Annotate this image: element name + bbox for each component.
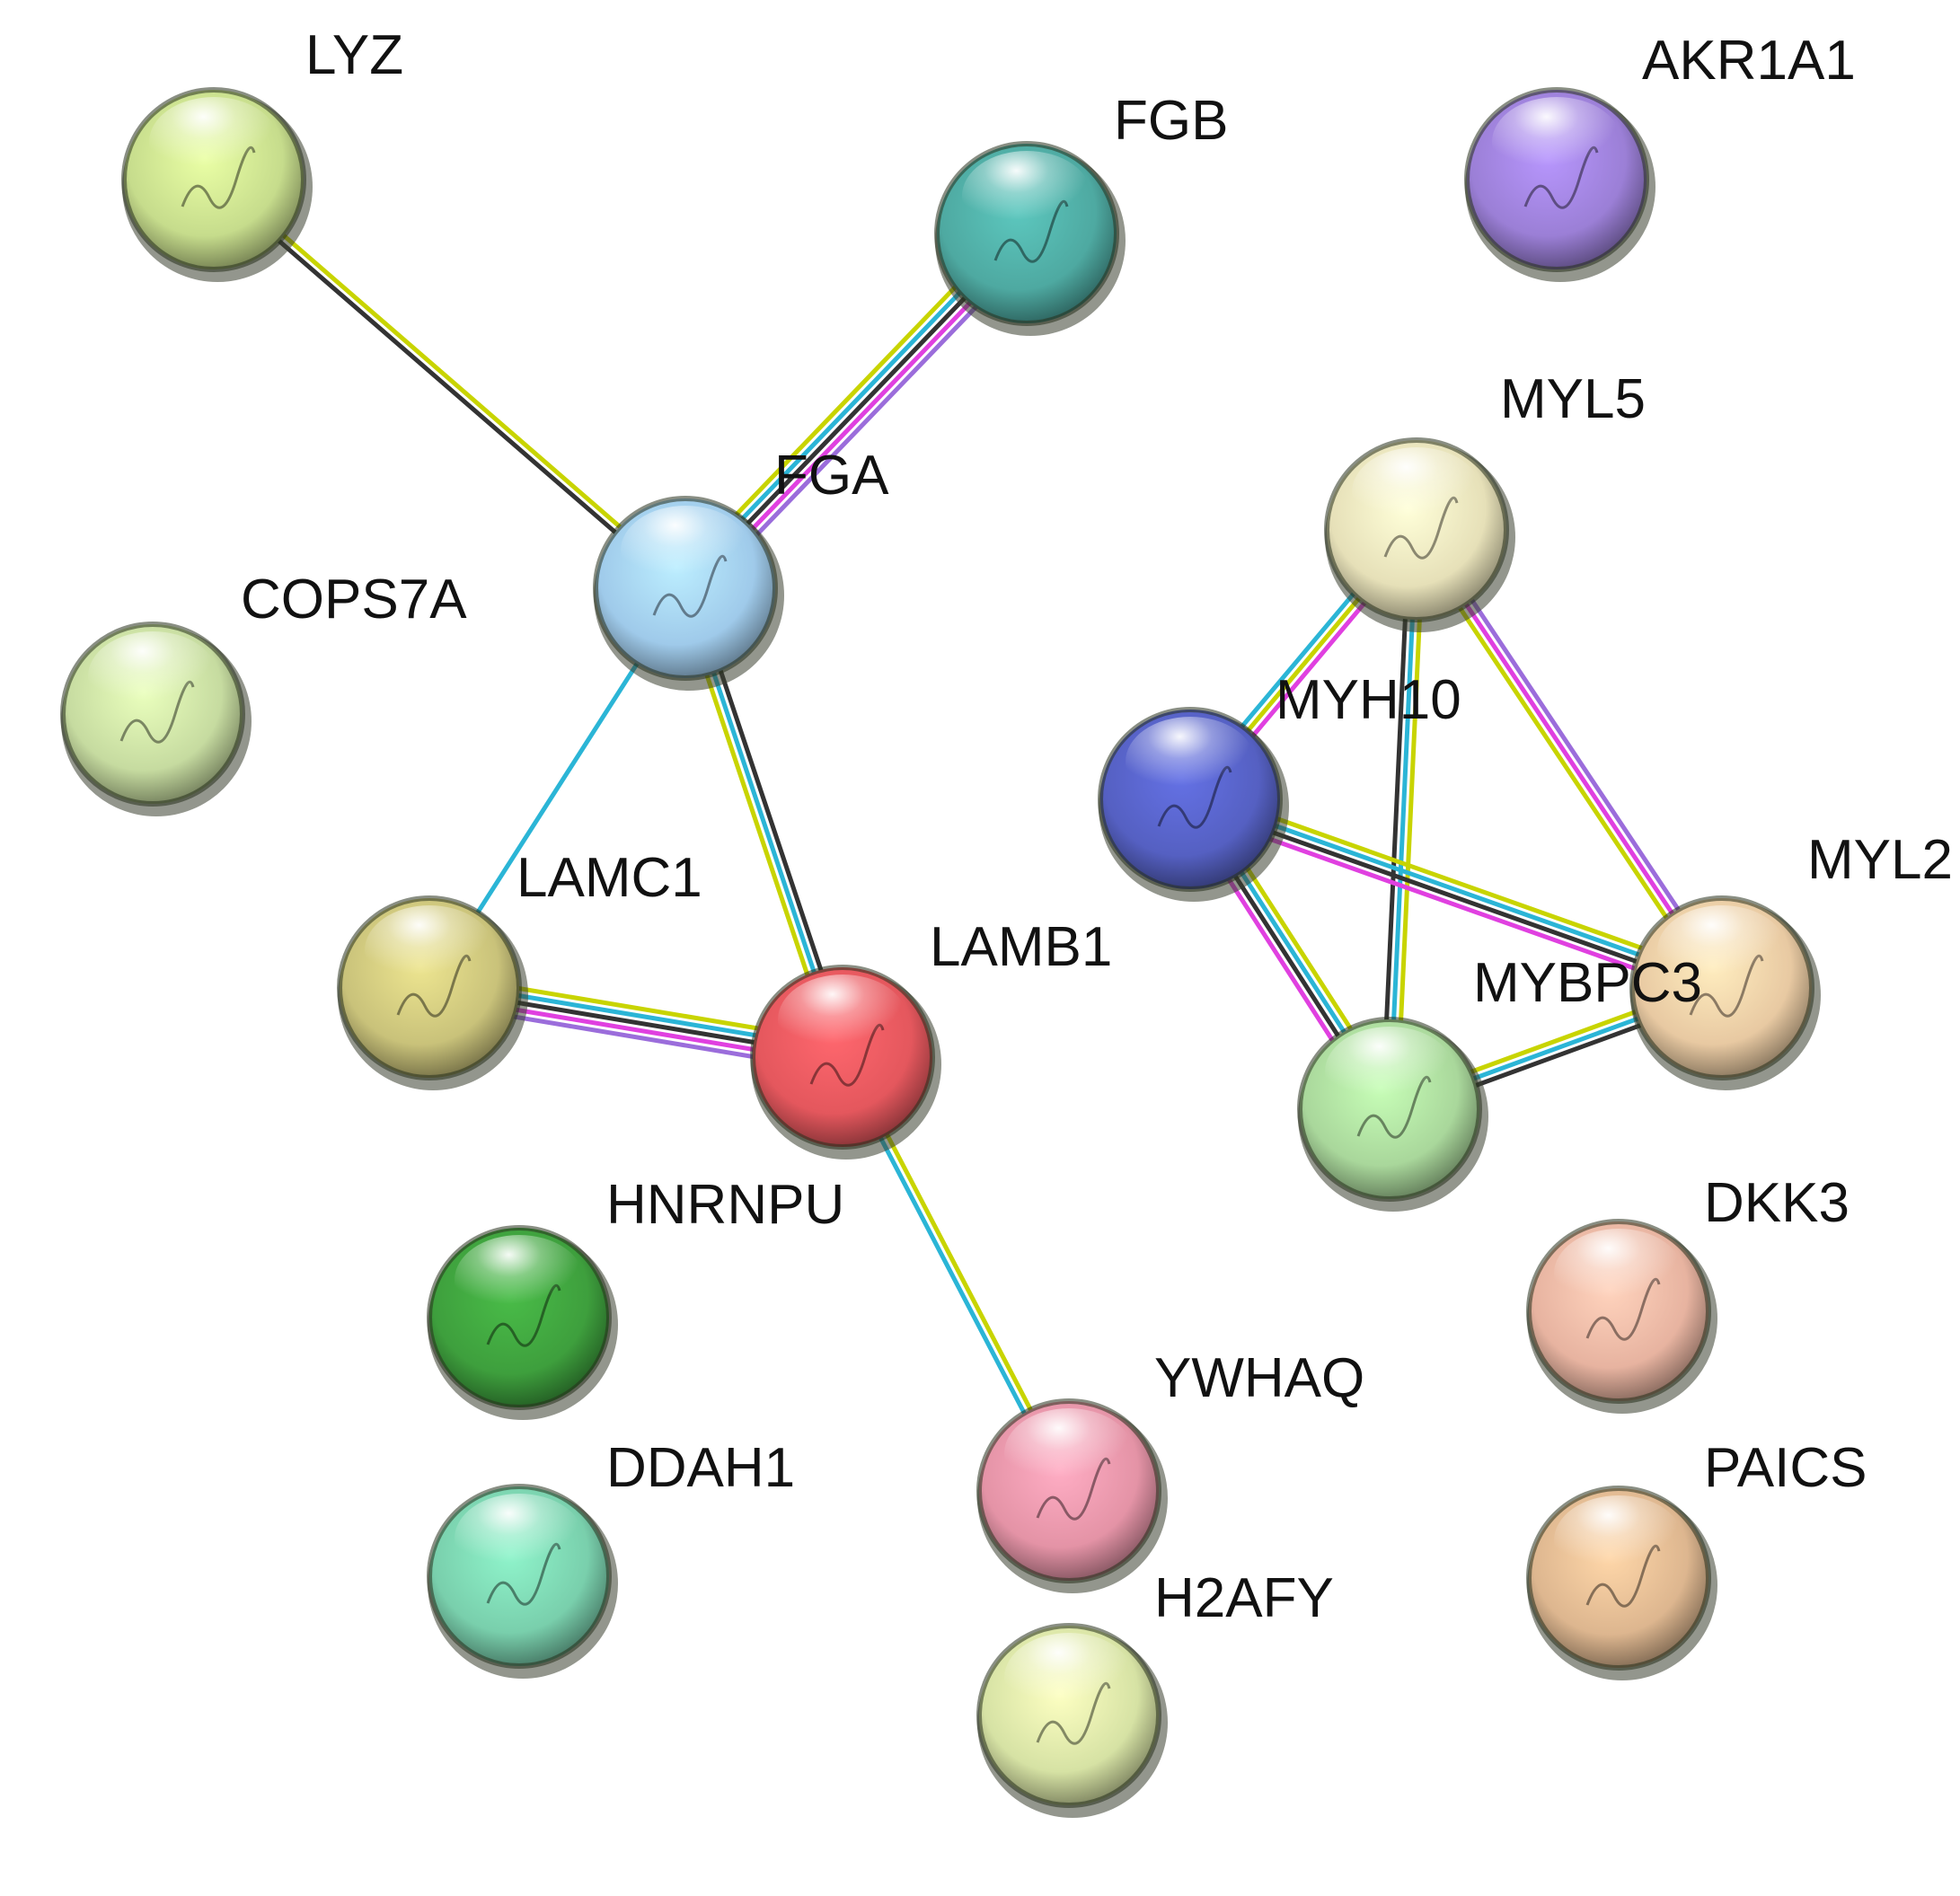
node-highlight [1004, 1633, 1134, 1723]
node-highlight [778, 974, 907, 1064]
node-myh10[interactable] [1098, 707, 1289, 902]
node-label-cops7a: COPS7A [241, 569, 467, 631]
node-cops7a[interactable] [60, 622, 252, 816]
node-label-lamb1: LAMB1 [930, 916, 1112, 978]
node-ddah1[interactable] [427, 1484, 618, 1679]
node-label-fga: FGA [774, 445, 889, 507]
edge-strand [208, 180, 685, 594]
node-paics[interactable] [1526, 1486, 1717, 1680]
node-fga[interactable] [593, 496, 784, 691]
edge-lyz-fga [208, 174, 691, 594]
node-label-fgb: FGB [1114, 90, 1228, 152]
node-layer [60, 87, 1821, 1818]
node-label-myl5: MYL5 [1500, 368, 1646, 430]
node-highlight [455, 1235, 584, 1325]
node-label-ddah1: DDAH1 [606, 1437, 795, 1499]
node-highlight [1126, 717, 1255, 807]
node-highlight [455, 1494, 584, 1583]
node-highlight [1554, 1229, 1683, 1318]
node-label-lyz: LYZ [305, 24, 403, 86]
node-label-h2afy: H2AFY [1154, 1567, 1334, 1629]
node-highlight [962, 151, 1091, 241]
node-ywhaq[interactable] [976, 1398, 1168, 1593]
node-label-myl2: MYL2 [1807, 829, 1953, 891]
node-highlight [365, 905, 494, 995]
node-highlight [621, 506, 750, 595]
node-highlight [1492, 97, 1621, 187]
node-highlight [1554, 1495, 1683, 1585]
node-h2afy[interactable] [976, 1623, 1168, 1818]
node-highlight [1352, 447, 1481, 537]
node-label-ywhaq: YWHAQ [1154, 1347, 1364, 1409]
node-highlight [1657, 905, 1787, 995]
node-lamb1[interactable] [750, 965, 941, 1160]
node-lyz[interactable] [121, 87, 313, 282]
node-hnrnpu[interactable] [427, 1225, 618, 1420]
node-label-dkk3: DKK3 [1704, 1172, 1850, 1234]
node-label-paics: PAICS [1704, 1437, 1867, 1499]
node-myl5[interactable] [1324, 437, 1515, 632]
node-myl2[interactable] [1629, 895, 1821, 1090]
node-dkk3[interactable] [1526, 1219, 1717, 1414]
edge-strand [214, 174, 691, 588]
node-akr1a1[interactable] [1464, 87, 1655, 282]
node-label-lamc1: LAMC1 [516, 847, 702, 909]
node-highlight [149, 97, 278, 187]
node-highlight [88, 631, 217, 721]
node-fgb[interactable] [934, 141, 1126, 336]
node-label-myh10: MYH10 [1276, 669, 1461, 731]
node-lamc1[interactable] [337, 895, 528, 1090]
node-label-mybpc3: MYBPC3 [1473, 952, 1702, 1014]
node-label-akr1a1: AKR1A1 [1642, 30, 1856, 92]
node-highlight [1325, 1027, 1454, 1116]
node-label-hnrnpu: HNRNPU [606, 1174, 844, 1236]
node-highlight [1004, 1408, 1134, 1498]
node-mybpc3[interactable] [1297, 1017, 1488, 1212]
